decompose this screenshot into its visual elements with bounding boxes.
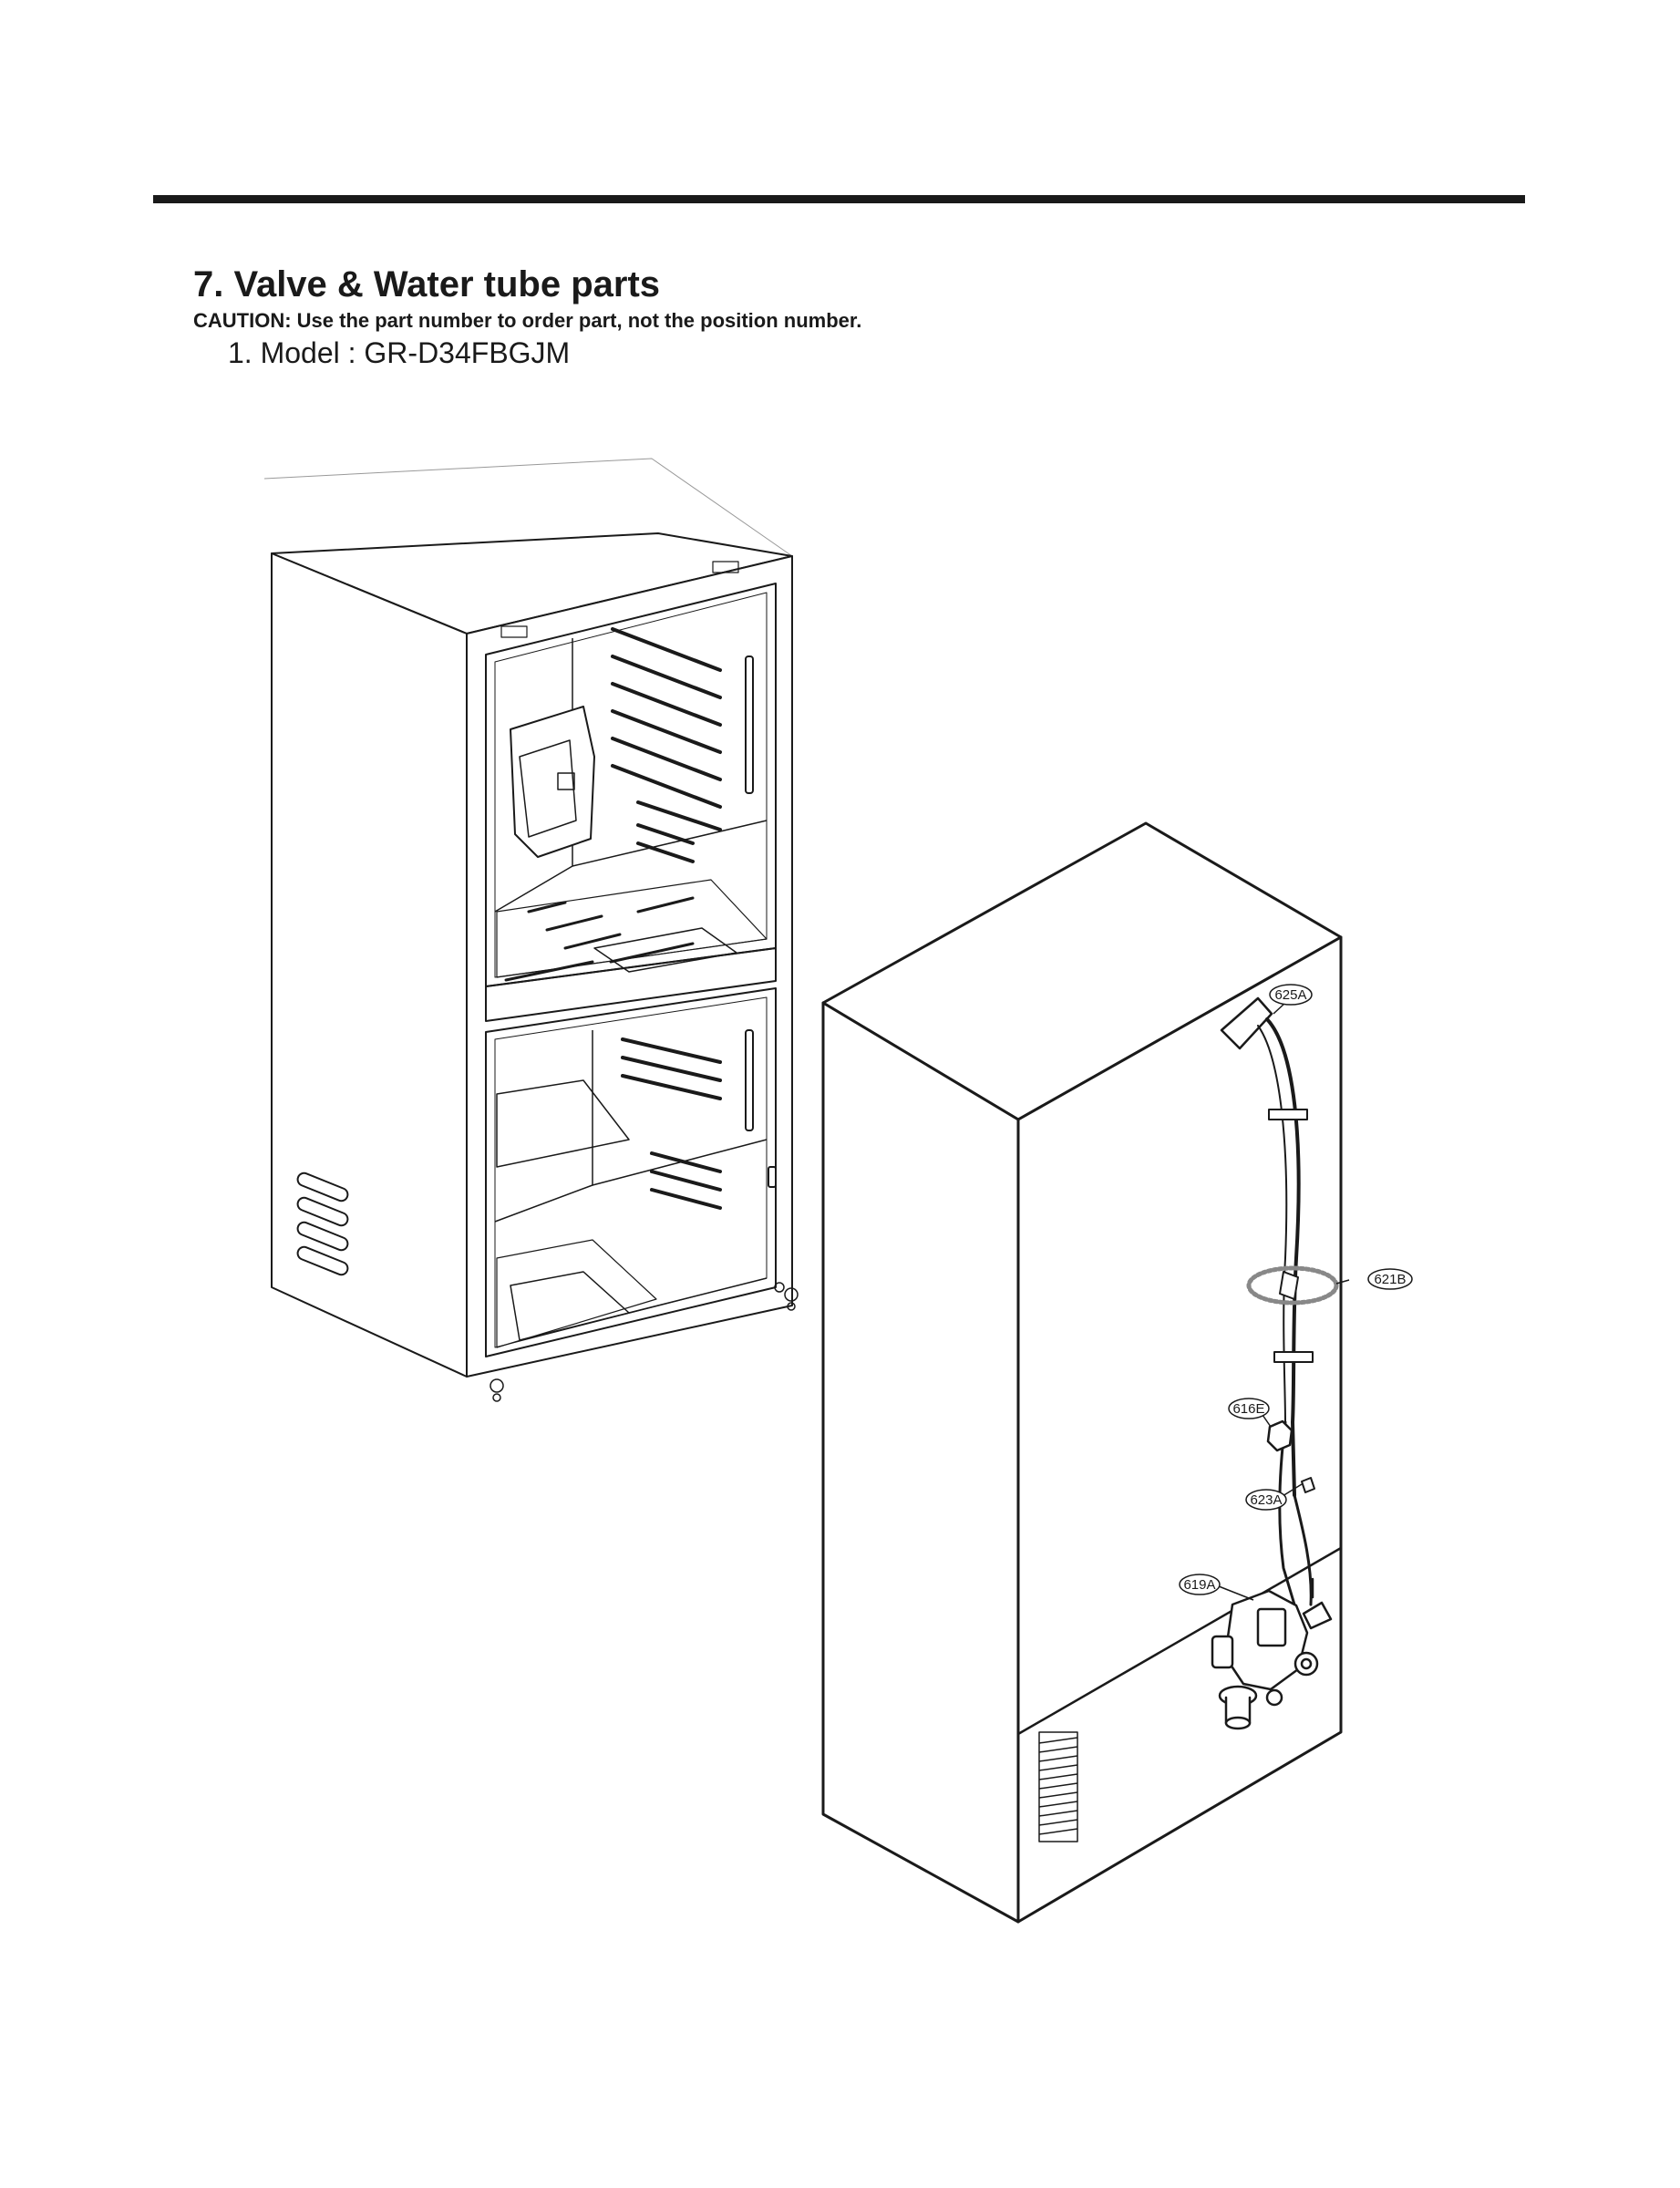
callout-619A <box>1179 1574 1221 1595</box>
callout-621B-label: 621B <box>1374 1272 1406 1287</box>
callout-616E-label: 616E <box>1232 1401 1264 1417</box>
callout-621B <box>1367 1268 1413 1290</box>
caution-note: CAUTION: Use the part number to order pa… <box>193 309 862 332</box>
callouts: 625A 621B 616E 623A 619A <box>1179 984 1413 1601</box>
water-tube-assembly <box>1211 996 1339 1730</box>
callout-625A-label: 625A <box>1274 987 1306 1003</box>
callout-616E <box>1228 1398 1270 1419</box>
page-title: 7. Valve & Water tube parts <box>193 264 661 304</box>
model-label: 1. Model : GR-D34FBGJM <box>228 336 571 369</box>
callout-623A-label: 623A <box>1250 1492 1282 1508</box>
callout-619A-label: 619A <box>1183 1577 1215 1593</box>
refrigerator-back-view <box>821 821 1343 1924</box>
callout-625A <box>1269 984 1313 1006</box>
top-rule <box>153 195 1525 203</box>
refrigerator-front-view <box>263 458 799 1402</box>
callout-623A <box>1245 1489 1287 1511</box>
